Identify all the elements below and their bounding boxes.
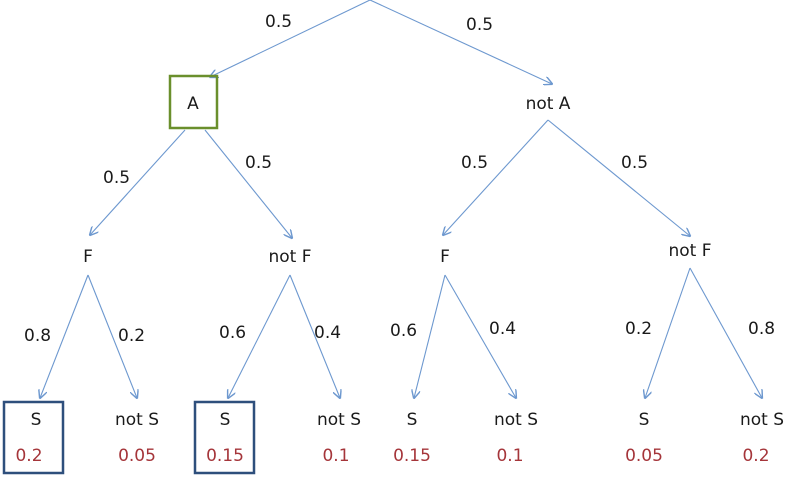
edge-notf2-to-s	[645, 267, 691, 398]
edge-notf2-to-not-s	[689, 267, 762, 398]
leaf-7-label: S	[639, 410, 650, 430]
edge-f1-to-s	[40, 274, 89, 398]
node-not-a: not A	[526, 94, 571, 114]
node-not-f-1: not F	[268, 247, 311, 267]
f1-right-probability: 0.2	[118, 326, 145, 346]
edge-not-a-to-not-f	[547, 119, 690, 236]
edge-root-to-not-a	[369, 0, 552, 84]
a-left-probability: 0.5	[103, 168, 130, 188]
node-f-2: F	[440, 247, 450, 267]
edge-notf1-to-not-s	[289, 274, 340, 398]
leaf-7-probability: 0.05	[625, 446, 663, 466]
notf2-right-probability: 0.8	[748, 319, 775, 339]
leaf-8-probability: 0.2	[742, 446, 769, 466]
edge-f1-to-not-s	[87, 274, 137, 398]
leaf-4-label: not S	[317, 410, 361, 430]
edge-notf1-to-s	[228, 274, 291, 398]
notf2-left-probability: 0.2	[625, 319, 652, 339]
root-left-probability: 0.5	[265, 12, 292, 32]
a-highlight-box	[168, 74, 219, 130]
leaf-3-probability: 0.15	[206, 446, 244, 466]
f2-right-probability: 0.4	[489, 319, 516, 339]
leaf-6-probability: 0.1	[496, 446, 523, 466]
node-a: A	[187, 94, 199, 114]
node-not-f-2: not F	[668, 241, 711, 261]
f1-left-probability: 0.8	[24, 326, 51, 346]
leaf-8-label: not S	[740, 410, 784, 430]
not-a-left-probability: 0.5	[461, 153, 488, 173]
leaf-5-label: S	[407, 410, 418, 430]
root-right-probability: 0.5	[466, 15, 493, 35]
node-f-1: F	[83, 247, 93, 267]
edge-f2-to-not-s	[444, 274, 516, 398]
leaf-1-label: S	[31, 410, 42, 430]
edge-a-to-not-f	[204, 129, 292, 238]
leaf-2-label: not S	[115, 410, 159, 430]
f2-left-probability: 0.6	[390, 321, 417, 341]
leaf-5-probability: 0.15	[393, 446, 431, 466]
notf1-right-probability: 0.4	[314, 323, 341, 343]
edge-f2-to-s	[414, 274, 446, 398]
leaf-3-highlight-box	[193, 400, 256, 475]
leaf-1-highlight-box	[2, 400, 65, 475]
leaf-2-probability: 0.05	[118, 446, 156, 466]
a-right-probability: 0.5	[245, 153, 272, 173]
leaf-1-probability: 0.2	[15, 446, 42, 466]
leaf-4-probability: 0.1	[322, 446, 349, 466]
leaf-3-label: S	[220, 410, 231, 430]
not-a-right-probability: 0.5	[621, 153, 648, 173]
leaf-6-label: not S	[494, 410, 538, 430]
edge-not-a-to-f	[443, 119, 549, 235]
edge-a-to-f	[90, 129, 186, 235]
notf1-left-probability: 0.6	[219, 323, 246, 343]
edge-root-to-a	[210, 0, 371, 77]
